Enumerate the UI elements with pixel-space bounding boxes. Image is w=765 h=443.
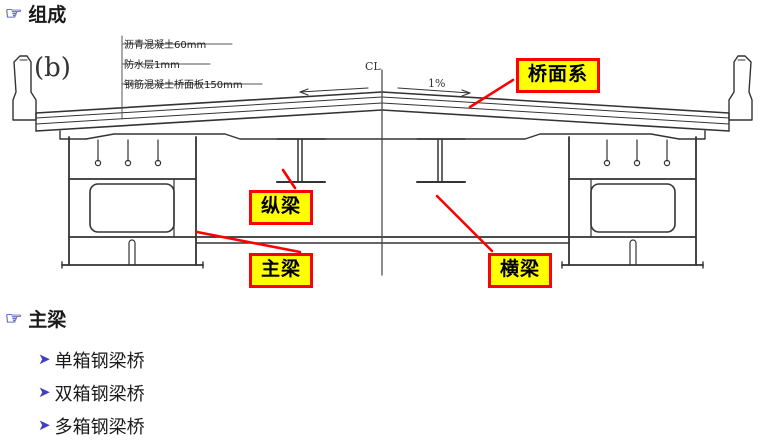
pointing-hand-icon: ☞ bbox=[4, 4, 23, 23]
arrow-bullet-icon: ➤ bbox=[38, 351, 51, 368]
leader-crossbeam bbox=[435, 194, 494, 253]
pointing-hand-icon: ☞ bbox=[4, 309, 23, 328]
figure-label: (b) bbox=[34, 53, 71, 83]
heading-main-girder-label: 主梁 bbox=[28, 310, 67, 331]
right-box-cell bbox=[590, 183, 676, 233]
list-item-label: 双箱钢梁桥 bbox=[54, 383, 145, 404]
layer-leader-lines bbox=[121, 35, 263, 120]
arrow-bullet-icon: ➤ bbox=[38, 384, 51, 401]
leader-stringer bbox=[281, 168, 297, 190]
left-box-girder bbox=[61, 136, 204, 269]
callout-deck-system: 桥面系 bbox=[516, 58, 601, 93]
left-flange-ends bbox=[61, 261, 204, 269]
list-item-label: 单箱钢梁桥 bbox=[54, 350, 145, 371]
list-item: ➤ 单箱钢梁桥 bbox=[38, 343, 145, 376]
layer-label-waterproofing: 防水层1mm bbox=[124, 60, 180, 71]
stringer-left bbox=[276, 138, 326, 183]
left-bottom-stub bbox=[128, 239, 136, 266]
layer-label-asphalt: 沥青混凝土60mm bbox=[124, 40, 207, 51]
left-box-cell bbox=[89, 183, 175, 233]
right-parapet bbox=[728, 55, 753, 121]
list-item-label: 多箱钢梁桥 bbox=[54, 416, 145, 437]
left-parapet bbox=[12, 55, 37, 121]
left-soffit-step bbox=[59, 130, 87, 140]
stringer-right bbox=[416, 138, 466, 183]
main-girder-type-list: ➤ 单箱钢梁桥 ➤ 双箱钢梁桥 ➤ 多箱钢梁桥 bbox=[38, 343, 145, 442]
centerline-label: CL bbox=[365, 60, 381, 73]
right-box-girder bbox=[561, 136, 704, 269]
callout-main-girder: 主梁 bbox=[249, 253, 314, 288]
heading-main-girder: ☞ 主梁 bbox=[4, 305, 67, 332]
list-item: ➤ 双箱钢梁桥 bbox=[38, 376, 145, 409]
callout-stringer: 纵梁 bbox=[249, 190, 314, 225]
right-flange-ends bbox=[561, 261, 704, 269]
slope-label: 1% bbox=[428, 77, 446, 90]
right-stud-group bbox=[603, 139, 671, 167]
right-bottom-stub bbox=[629, 239, 637, 266]
heading-composition-label: 组成 bbox=[28, 5, 67, 26]
right-soffit-step bbox=[678, 130, 706, 140]
bridge-cross-section-drawing bbox=[12, 35, 753, 276]
arrow-bullet-icon: ➤ bbox=[38, 417, 51, 434]
leader-deck-system bbox=[468, 78, 515, 109]
callout-leader-lines bbox=[195, 78, 515, 254]
left-stud-group bbox=[94, 139, 162, 167]
callout-crossbeam: 横梁 bbox=[488, 253, 553, 288]
layer-label-concrete-deck: 钢筋混凝土桥面板150mm bbox=[124, 80, 243, 91]
leader-main-girder bbox=[195, 230, 302, 254]
list-item: ➤ 多箱钢梁桥 bbox=[38, 409, 145, 442]
slope-arrows bbox=[299, 87, 471, 97]
heading-composition: ☞ 组成 bbox=[4, 0, 67, 27]
